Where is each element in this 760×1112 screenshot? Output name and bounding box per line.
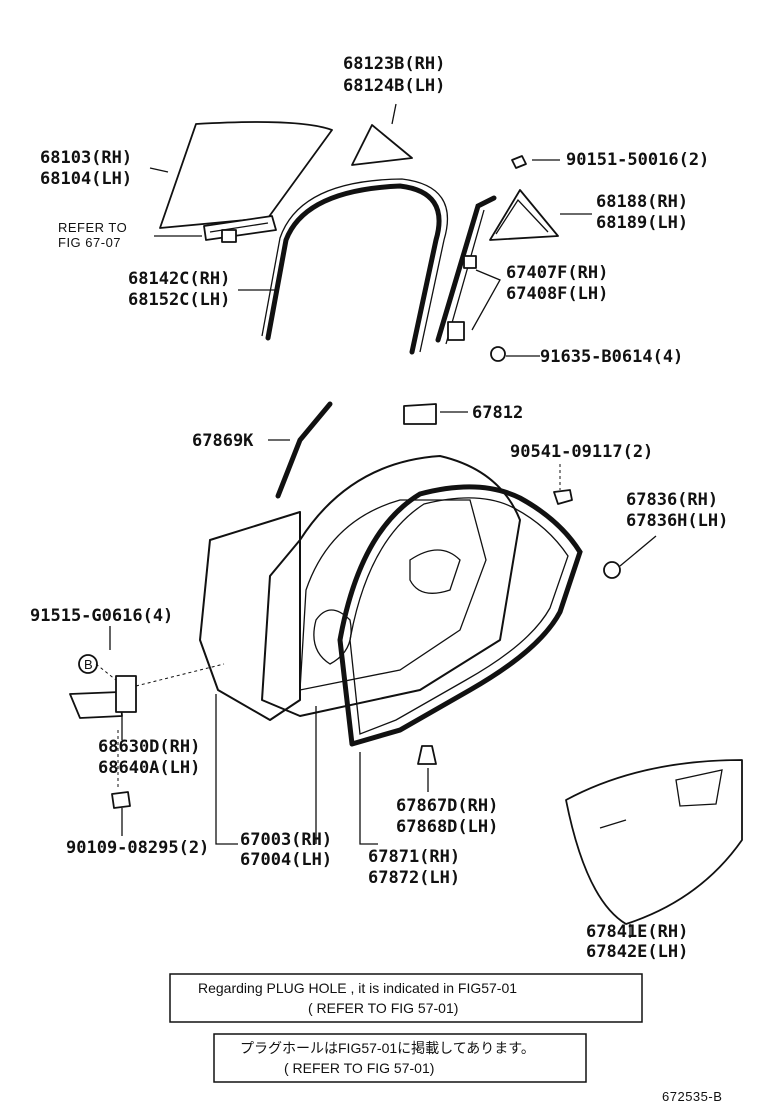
label-90541: 90541-09117(2) [510,442,653,462]
door-weatherstrip-67871 [337,484,583,747]
label-67871: 67871(RH)67872(LH) [368,847,460,888]
label-67003: 67003(RH)67004(LH) [240,830,332,870]
quarter-frame-inner [495,198,549,235]
label-b-mark: B [84,657,93,672]
label-90109: 90109-08295(2) [66,838,209,858]
bolt-91635-icon [490,346,506,362]
leader-lines [95,103,657,938]
label-67812: 67812 [472,403,523,423]
label-68630d: 68630D(RH)68640A(LH) [98,737,200,778]
label-67836: 67836(RH)67836H(LH) [626,490,728,531]
clip-67836-icon [603,561,621,579]
label-68142c: 68142C(RH)68152C(LH) [128,269,230,310]
bolt-90109-icon [111,791,131,809]
label-67407f: 67407F(RH)67408F(LH) [506,263,608,304]
label-68103: 68103(RH)68104(LH) [40,148,132,189]
note-english-line2: ( REFER TO FIG 57-01) [308,1000,458,1016]
hinge-68630d [69,675,137,719]
door-glass-68103 [159,121,333,229]
door-panel-inner [299,499,487,691]
note-japanese-line1: プラグホールはFIG57-01に掲載してあります。 [240,1040,535,1056]
weatherstrip-67869k [275,401,333,499]
figure-id: 672535-B [662,1089,722,1104]
label-67841e: 67841E(RH)67842E(LH) [586,922,688,962]
trim-board-handle [675,769,723,807]
division-bar-clip [463,255,477,269]
label-91635: 91635-B0614(4) [540,347,683,367]
door-weatherstrip-inner [349,497,569,735]
glass-run-68142c [265,183,442,355]
door-panel-67003 [199,511,301,721]
note-japanese-line2: ( REFER TO FIG 57-01) [284,1060,434,1076]
quarter-glass-68123b [351,124,413,166]
note-english-line1: Regarding PLUG HOLE , it is indicated in… [198,980,517,996]
screw-90151-icon [511,155,527,169]
division-bar-67407f [435,195,497,343]
label-67867d: 67867D(RH)67868D(LH) [396,796,498,837]
label-91515: 91515-G0616(4) [30,606,173,626]
trim-board-detail [599,819,627,829]
door-panel-frame [261,455,521,717]
label-90151: 90151-50016(2) [566,150,709,170]
label-68123b: 68123B(RH)68124B(LH) [343,54,445,96]
b-mark-circle [78,654,98,674]
label-67869k: 67869K [192,431,254,451]
door-panel-hole [313,609,352,665]
service-cover-67812 [403,403,437,425]
glass-channel-bracket [203,215,277,243]
note-box-english: Regarding PLUG HOLE , it is indicated in… [169,973,643,1023]
glass-run-outline [261,178,449,353]
plug-67867d-icon [417,745,437,765]
trim-board-67841e [565,759,743,925]
division-bar-bracket [447,321,465,341]
note-box-japanese: プラグホールはFIG57-01に掲載してあります。 ( REFER TO FIG… [213,1033,587,1083]
label-68188: 68188(RH)68189(LH) [596,192,688,233]
door-panel-hole-2 [409,549,461,594]
clip-90541-icon [553,489,573,505]
quarter-frame-68188 [489,189,559,241]
